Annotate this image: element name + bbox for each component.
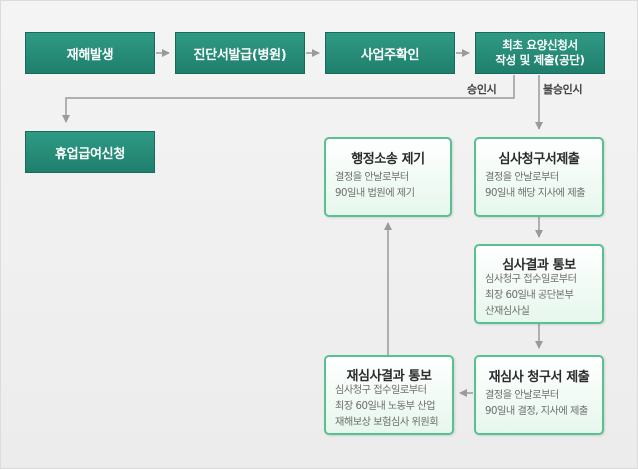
- step-employer-confirm: 사업주확인: [325, 32, 455, 74]
- box-rereview-result: 재심사결과 통보 심사청구 접수일로부터 최장 60일내 노동부 산업 재해보상…: [324, 355, 454, 435]
- box-rereview-result-line-1: 심사청구 접수일로부터: [335, 385, 427, 396]
- box-review-result-line-2: 최장 60일내 공단본부: [485, 290, 574, 301]
- box-admin-suit-line-2: 90일내 법원에 제기: [335, 188, 415, 199]
- box-admin-suit-title: 행정소송 제기: [351, 152, 425, 167]
- box-admin-suit-line-1: 결정을 안날로부터: [335, 172, 409, 183]
- step-leave-claim-label: 휴업급여신청: [55, 146, 125, 162]
- box-review-result-line-3: 산재심사실: [485, 306, 530, 317]
- box-admin-suit: 행정소송 제기 결정을 안날로부터 90일내 법원에 제기: [324, 137, 452, 217]
- step-first-claim-line-1: 최초 요양신청서: [502, 38, 578, 52]
- box-rereview-request-line-1: 결정을 안날로부터: [485, 390, 559, 401]
- box-rereview-result-line-3: 재해보상 보험심사 위원회: [335, 417, 439, 428]
- box-review-request-title: 심사청구서제출: [498, 152, 580, 167]
- step-diagnosis-label: 진단서발급(병원): [193, 47, 287, 63]
- step-occurrence-label: 재해발생: [66, 47, 114, 63]
- box-review-request-line-2: 90일내 해당 지사에 제출: [485, 188, 586, 199]
- label-approved: 승인시: [467, 83, 497, 96]
- box-rereview-request: 재심사 청구서 제출 결정을 안날로부터 90일내 결정, 지사에 제출: [474, 355, 604, 435]
- box-review-result-line-1: 심사청구 접수일로부터: [485, 274, 577, 285]
- box-review-result: 심사결과 통보 심사청구 접수일로부터 최장 60일내 공단본부 산재심사실: [474, 244, 604, 324]
- box-rereview-request-title: 재심사 청구서 제출: [488, 370, 590, 385]
- box-review-result-title: 심사결과 통보: [502, 258, 576, 273]
- step-leave-claim: 휴업급여신청: [25, 131, 155, 173]
- box-rereview-result-title: 재심사결과 통보: [346, 369, 432, 384]
- box-rereview-request-line-2: 90일내 결정, 지사에 제출: [485, 406, 588, 417]
- step-employer-confirm-label: 사업주확인: [360, 47, 420, 63]
- step-first-claim: 최초 요양신청서 작성 및 제출(공단): [475, 32, 605, 74]
- step-occurrence: 재해발생: [25, 32, 155, 74]
- label-rejected: 불승인시: [543, 83, 583, 96]
- arrow-approved-to-leave-claim: [62, 75, 515, 123]
- step-diagnosis: 진단서발급(병원): [175, 32, 305, 74]
- step-first-claim-line-2: 작성 및 제출(공단): [495, 53, 585, 67]
- box-review-request: 심사청구서제출 결정을 안날로부터 90일내 해당 지사에 제출: [474, 137, 604, 217]
- box-review-request-line-1: 결정을 안날로부터: [485, 172, 559, 183]
- box-rereview-result-line-2: 최장 60일내 노동부 산업: [335, 401, 436, 412]
